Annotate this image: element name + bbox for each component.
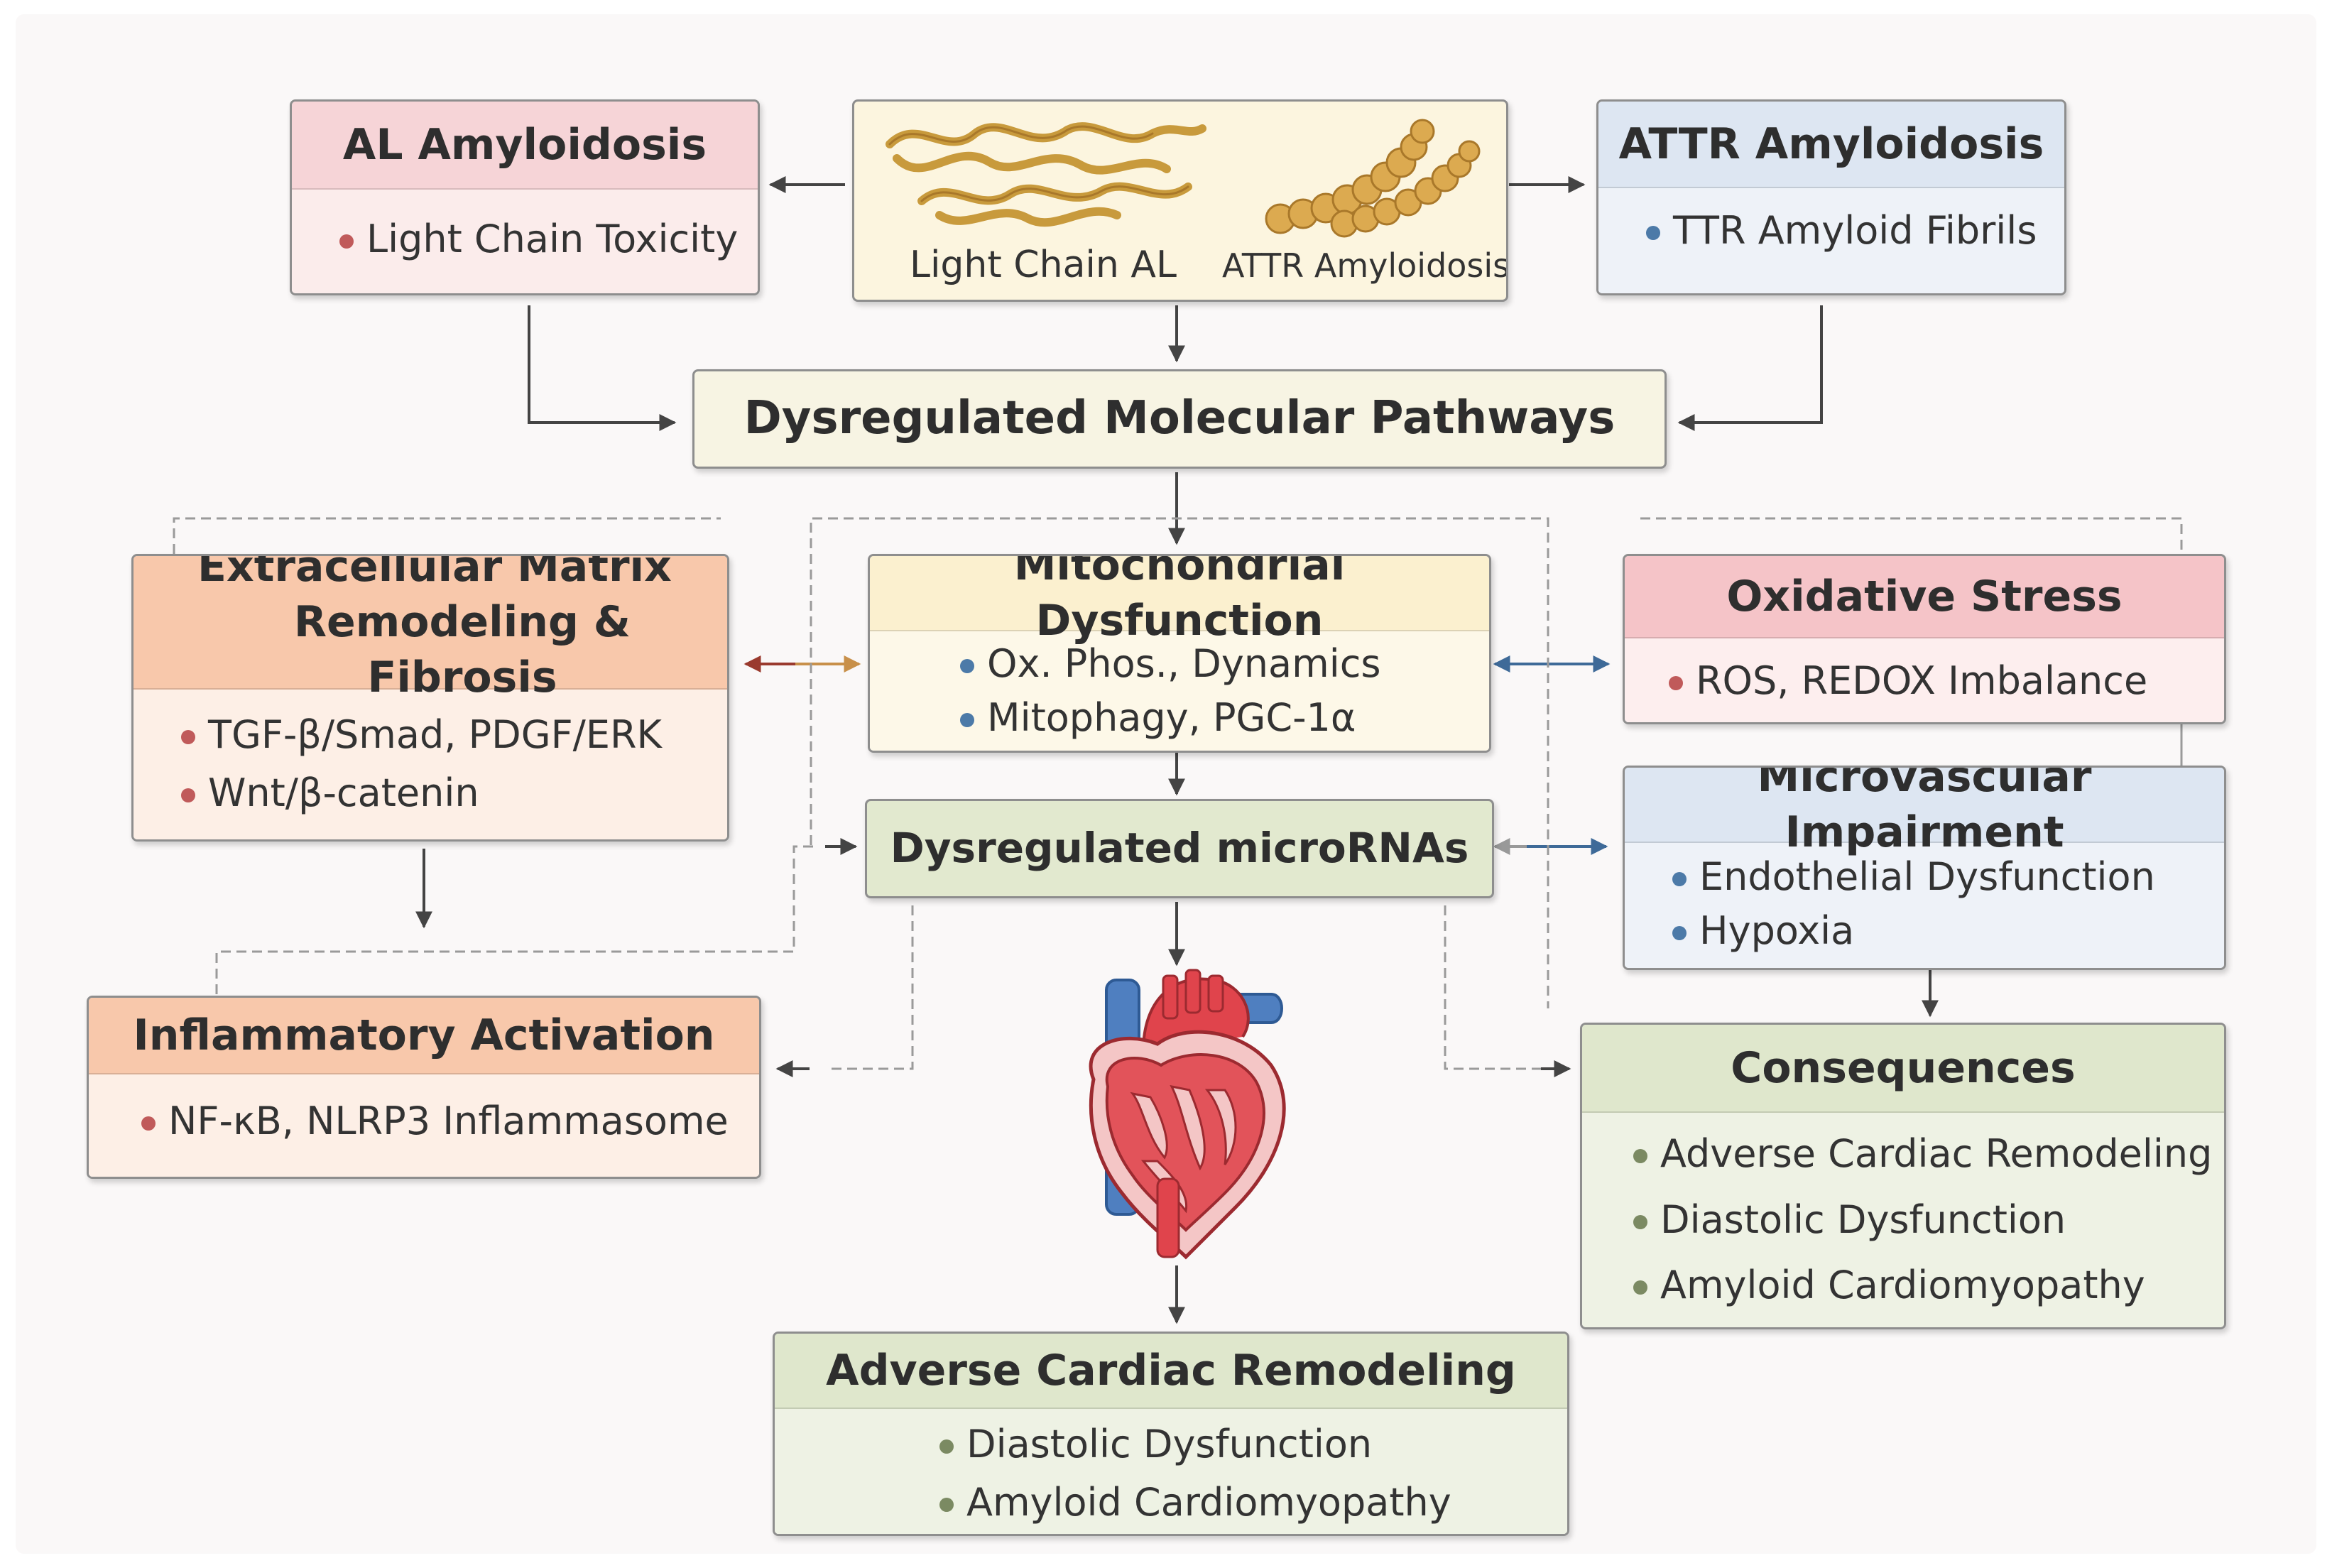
light-chain-fibril-icon — [886, 122, 1206, 227]
al-item-light-chain-toxicity: Light Chain Toxicity — [339, 212, 758, 266]
mitochondrial-list: Ox. Phos., Dynamics Mitophagy, PGC-1α — [960, 637, 1489, 745]
consequence-item-remodeling: Adverse Cardiac Remodeling — [1633, 1127, 2224, 1181]
adverse-remodeling-list: Diastolic Dysfunction Amyloid Cardiomyop… — [939, 1417, 1567, 1530]
ecm-item-tgf: TGF-β/Smad, PDGF/ERK — [181, 708, 727, 762]
attr-amyloidosis-list: TTR Amyloid Fibrils — [1646, 204, 2064, 258]
inflammatory-activation-title: Inflammatory Activation — [89, 998, 759, 1074]
remodeling-item-cardiomyopathy: Amyloid Cardiomyopathy — [939, 1476, 1567, 1530]
oxidative-stress-box: Oxidative Stress ROS, REDOX Imbalance — [1623, 554, 2226, 724]
attr-amyloidosis-title: ATTR Amyloidosis — [1598, 102, 2064, 188]
adverse-remodeling-title: Adverse Cardiac Remodeling — [775, 1334, 1567, 1409]
inflammatory-list: NF-κB, NLRP3 Inflammasome — [141, 1094, 759, 1148]
al-amyloidosis-title: AL Amyloidosis — [292, 102, 758, 190]
oxidative-stress-list: ROS, REDOX Imbalance — [1669, 654, 2224, 708]
ecm-title-line1: Extracellular Matrix — [197, 554, 672, 592]
ecm-remodeling-box: Extracellular Matrix Remodeling & Fibros… — [131, 554, 729, 842]
micro-item-endothelial: Endothelial Dysfunction — [1672, 850, 2224, 904]
remodeling-item-diastolic: Diastolic Dysfunction — [939, 1417, 1567, 1471]
micrornas-title: Dysregulated microRNAs — [890, 824, 1469, 873]
oxidative-item-ros: ROS, REDOX Imbalance — [1669, 654, 2224, 708]
attr-fibril-icon — [1265, 119, 1481, 238]
dashed-mirna-to-consequences — [1444, 905, 1548, 1070]
ecm-item-wnt: Wnt/β-catenin — [181, 766, 727, 820]
dashed-top-left — [173, 517, 721, 554]
consequences-box: Consequences Adverse Cardiac Remodeling … — [1580, 1023, 2226, 1329]
fibril-label-attr: ATTR Amyloidosis — [1222, 246, 1508, 285]
consequences-title: Consequences — [1582, 1025, 2224, 1113]
consequences-list: Adverse Cardiac Remodeling Diastolic Dys… — [1633, 1127, 2224, 1312]
fibril-illustration-box: Light Chain AL ATTR Amyloidosis — [852, 99, 1508, 302]
dashed-top-right — [1640, 517, 2183, 554]
dashed-center-frame — [810, 517, 1549, 1008]
attr-amyloidosis-box: ATTR Amyloidosis TTR Amyloid Fibrils — [1596, 99, 2066, 295]
arrow-attr-to-pathways — [1677, 305, 1823, 431]
micrornas-box: Dysregulated microRNAs — [865, 799, 1494, 898]
fibril-label-light-chain: Light Chain AL — [910, 244, 1177, 286]
dashed-inflam-link — [215, 845, 817, 994]
al-amyloidosis-list: Light Chain Toxicity — [339, 212, 758, 266]
micro-item-hypoxia: Hypoxia — [1672, 904, 2224, 958]
mito-item-mitophagy: Mitophagy, PGC-1α — [960, 691, 1489, 745]
heart-icon — [1089, 969, 1286, 1260]
consequence-item-diastolic: Diastolic Dysfunction — [1633, 1193, 2224, 1247]
consequence-item-cardiomyopathy: Amyloid Cardiomyopathy — [1633, 1258, 2224, 1312]
ecm-list: TGF-β/Smad, PDGF/ERK Wnt/β-catenin — [181, 708, 727, 820]
adverse-remodeling-box: Adverse Cardiac Remodeling Diastolic Dys… — [773, 1332, 1569, 1536]
mitochondrial-dysfunction-box: Mitochondrial Dysfunction Ox. Phos., Dyn… — [868, 554, 1491, 753]
inflammatory-activation-box: Inflammatory Activation NF-κB, NLRP3 Inf… — [87, 996, 761, 1179]
dashed-mirna-to-inflam — [831, 905, 914, 1070]
light-chain-fibril-icon-outline — [888, 125, 1189, 202]
mito-item-oxphos: Ox. Phos., Dynamics — [960, 637, 1489, 691]
microvascular-impairment-box: Microvascular Impairment Endothelial Dys… — [1623, 766, 2226, 970]
arrow-al-to-pathways — [528, 305, 677, 431]
inflam-item-nfkb: NF-κB, NLRP3 Inflammasome — [141, 1094, 759, 1148]
microvascular-list: Endothelial Dysfunction Hypoxia — [1672, 850, 2224, 958]
molecular-pathways-box: Dysregulated Molecular Pathways — [692, 369, 1667, 469]
attr-item-ttr-fibrils: TTR Amyloid Fibrils — [1646, 204, 2064, 258]
ecm-title-line2: Remodeling & Fibrosis — [293, 597, 631, 702]
mitochondrial-dysfunction-title: Mitochondrial Dysfunction — [870, 556, 1489, 646]
molecular-pathways-title: Dysregulated Molecular Pathways — [743, 392, 1615, 445]
oxidative-stress-title: Oxidative Stress — [1625, 556, 2224, 638]
microvascular-impairment-title: Microvascular Impairment — [1625, 768, 2224, 857]
al-amyloidosis-box: AL Amyloidosis Light Chain Toxicity — [290, 99, 760, 295]
